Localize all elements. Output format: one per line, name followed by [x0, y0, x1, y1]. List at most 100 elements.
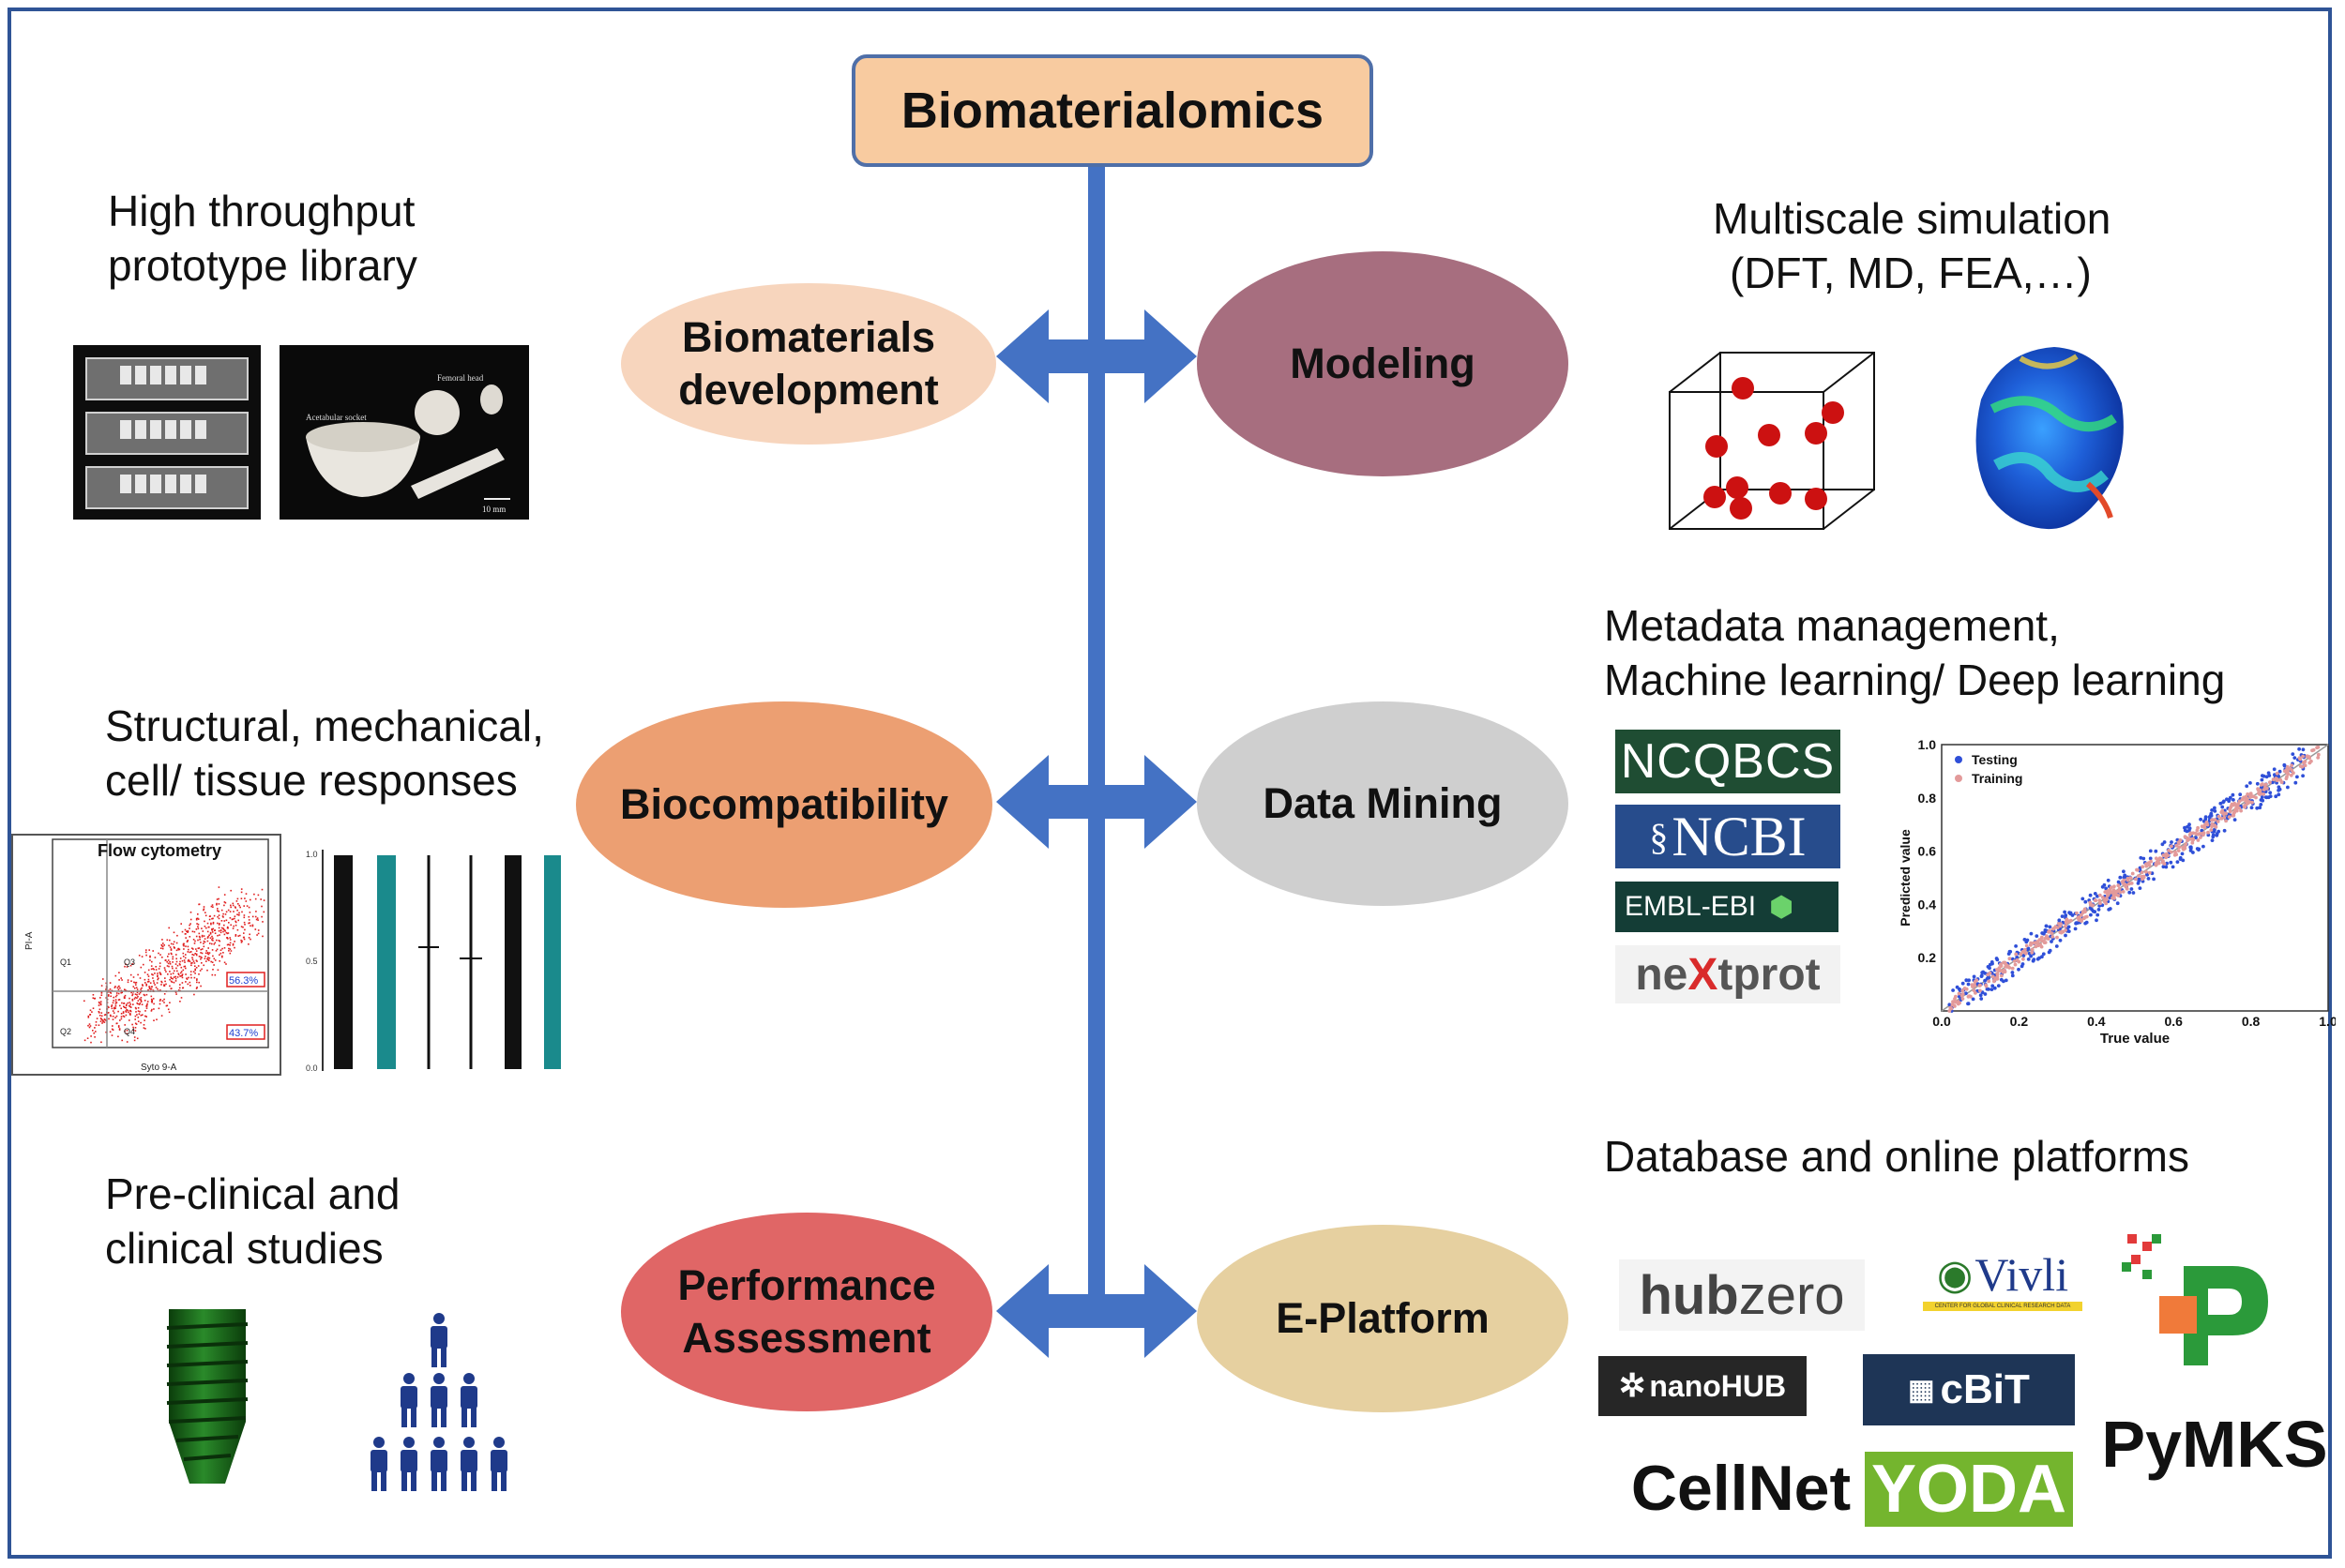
flow-dot [183, 948, 185, 950]
flow-dot [174, 975, 176, 978]
flow-dot [185, 954, 187, 956]
flow-dot [120, 1018, 123, 1020]
flow-dot [125, 1004, 128, 1007]
pymks-logo: PyMKS [2101, 1408, 2328, 1481]
node-data-mining: Data Mining [1197, 701, 1568, 906]
flow-dot [216, 939, 218, 942]
point-testing [2095, 894, 2099, 898]
flow-dot [111, 1028, 113, 1031]
flow-dot [139, 991, 142, 994]
flow-dot [152, 977, 154, 979]
point-testing [2231, 792, 2235, 797]
point-testing [1986, 965, 1990, 969]
flow-dot [234, 924, 237, 927]
flow-dot [208, 952, 211, 954]
flow-dot [218, 917, 220, 920]
flow-dot [95, 1031, 97, 1033]
point-training [2021, 957, 2025, 961]
point-training [2254, 795, 2258, 800]
flow-dot [229, 952, 232, 955]
flow-dot [150, 968, 153, 971]
flow-dot [241, 911, 243, 913]
point-training [2303, 763, 2307, 768]
point-training [2015, 957, 2020, 962]
flow-dot [113, 987, 116, 988]
flow-dot [171, 953, 173, 956]
point-training [2000, 973, 2004, 978]
flow-dot [201, 936, 204, 938]
flow-dot [137, 1007, 140, 1009]
flow-dot [238, 904, 240, 907]
flow-dot [122, 1011, 125, 1013]
point-training [2064, 928, 2067, 932]
point-training [2128, 876, 2132, 880]
embl-ebi-logo: EMBL-EBI ⬢ [1615, 882, 1838, 932]
dental-implant-image [166, 1309, 249, 1484]
flow-dot [100, 994, 103, 996]
point-training [2212, 818, 2216, 822]
flow-dot [117, 999, 120, 1001]
flow-dot [208, 915, 211, 917]
ncqbcs-logo: NCQBCS [1615, 730, 1840, 793]
flow-dot [89, 1025, 92, 1027]
flow-dot [196, 917, 199, 920]
flow-dot [167, 956, 169, 957]
flow-dot [197, 918, 200, 920]
point-testing [2258, 806, 2262, 810]
flow-dot [203, 964, 204, 967]
flow-dot [218, 903, 220, 905]
flow-dot [218, 940, 220, 942]
responses-label-line1: Structural, mechanical, [105, 701, 544, 750]
flow-dot [100, 1018, 102, 1020]
flow-dot [129, 1019, 130, 1021]
flow-dot [114, 995, 117, 998]
point-testing [2169, 860, 2173, 865]
flow-dot [161, 945, 164, 948]
flow-dot [155, 987, 158, 988]
point-training [2210, 823, 2215, 828]
point-testing [1972, 974, 1976, 979]
flow-dot [83, 1000, 85, 1003]
flow-dot [233, 925, 234, 927]
point-training [2174, 843, 2179, 848]
flow-dot [112, 1002, 114, 1004]
flow-dot [221, 947, 223, 950]
point-testing [2220, 805, 2225, 809]
flow-dot [226, 927, 229, 929]
crystal-lattice-image [1669, 352, 1875, 530]
flow-dot [211, 942, 213, 945]
point-training [2129, 882, 2134, 885]
flow-dot [244, 924, 246, 926]
flow-dot [225, 919, 228, 922]
point-training [2024, 943, 2029, 948]
flow-dot [118, 1029, 121, 1031]
point-training [1959, 993, 1964, 998]
flow-dot [187, 931, 189, 933]
flow-dot [144, 1019, 145, 1021]
flow-dot [243, 914, 246, 916]
flow-dot [164, 969, 166, 971]
flow-dot [239, 906, 241, 909]
point-testing [2080, 897, 2085, 901]
flow-dot [160, 981, 163, 984]
point-training [2177, 845, 2182, 850]
flow-dot [136, 1002, 138, 1004]
flow-dot [254, 915, 257, 918]
flow-dot [191, 954, 193, 956]
flow-dot [191, 958, 194, 960]
node-modeling: Modeling [1197, 251, 1568, 476]
point-training [2188, 831, 2193, 836]
point-training [2066, 920, 2071, 924]
nextprot-text-rest: tprot [1717, 949, 1821, 1000]
flow-dot [200, 956, 202, 958]
point-testing [2259, 803, 2263, 807]
point-testing [2050, 940, 2053, 943]
point-testing [1992, 986, 1997, 990]
flow-dot [211, 973, 214, 976]
flow-dot [109, 988, 112, 990]
flow-dot [100, 1041, 102, 1044]
flow-dot [198, 932, 201, 935]
flow-dot [155, 966, 157, 968]
flow-dot [198, 973, 200, 975]
